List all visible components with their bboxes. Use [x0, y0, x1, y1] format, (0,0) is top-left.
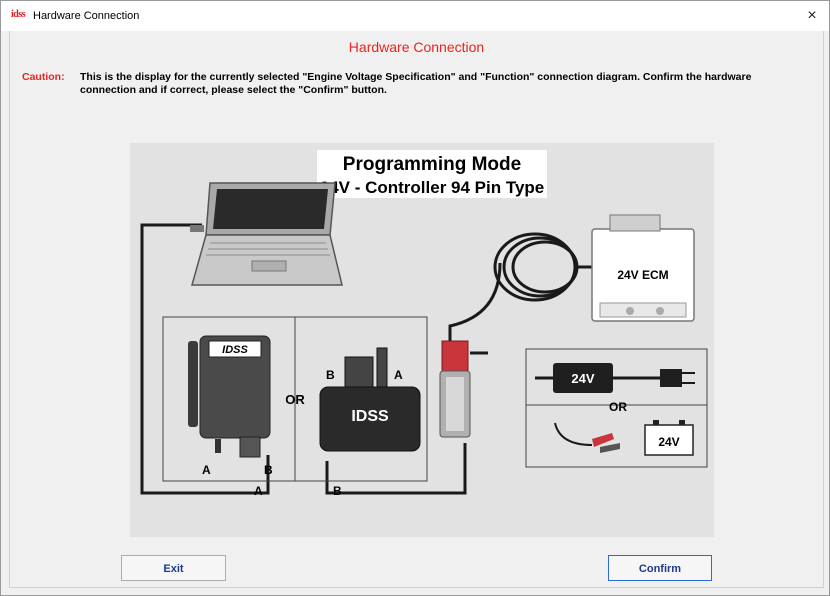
cable-a-label: A — [254, 484, 263, 498]
confirm-button[interactable]: Confirm — [608, 555, 712, 581]
power-adapter-icon: 24V — [535, 363, 695, 393]
plug-a-label: A — [394, 368, 403, 382]
power-options-box — [525, 348, 708, 468]
app-icon: idss — [11, 9, 26, 20]
diagram-title-line1: Programming Mode — [343, 154, 521, 175]
adapter-label: 24V — [571, 371, 594, 386]
ecm-label: 24V ECM — [617, 268, 668, 282]
window-title: Hardware Connection — [33, 10, 140, 22]
cables — [140, 223, 502, 495]
caution-label: Caution: — [22, 71, 65, 83]
diagram-title-box — [317, 150, 547, 198]
port-b-label: B — [264, 463, 273, 477]
close-icon[interactable]: × — [807, 7, 817, 24]
battery-icon: 24V — [644, 420, 694, 456]
exit-button[interactable]: Exit — [121, 555, 226, 581]
coiled-cable — [493, 232, 602, 302]
diagram-svg: Programming Mode 24V - Controller 94 Pin… — [140, 150, 708, 498]
interface-unit-right-icon: IDSS B A — [319, 347, 421, 452]
battery-clips-icon — [554, 422, 620, 453]
connection-diagram: Programming Mode 24V - Controller 94 Pin… — [130, 143, 714, 537]
cable-b-label: B — [333, 484, 342, 498]
idss-logo-left: IDSS — [222, 344, 248, 356]
laptop-icon — [190, 182, 343, 286]
interface-unit-left-icon: IDSS A B — [188, 335, 273, 477]
battery-label: 24V — [658, 435, 679, 449]
ecm-adapter-icon — [439, 340, 471, 438]
diagram-title-line2: 24V - Controller 94 Pin Type — [320, 178, 545, 197]
ecm-icon: 24V ECM — [591, 214, 695, 322]
idss-logo-right: IDSS — [351, 408, 389, 425]
port-a-label: A — [202, 463, 211, 477]
caution-text: This is the display for the currently se… — [80, 71, 752, 96]
or-label-power: OR — [609, 400, 627, 414]
title-bar[interactable]: idss Hardware Connection × — [1, 1, 829, 31]
page-title: Hardware Connection — [348, 39, 485, 55]
plug-b-label: B — [326, 368, 335, 382]
or-label-interface: OR — [285, 392, 305, 407]
dialog-content: Hardware Connection Caution: This is the… — [9, 31, 824, 588]
